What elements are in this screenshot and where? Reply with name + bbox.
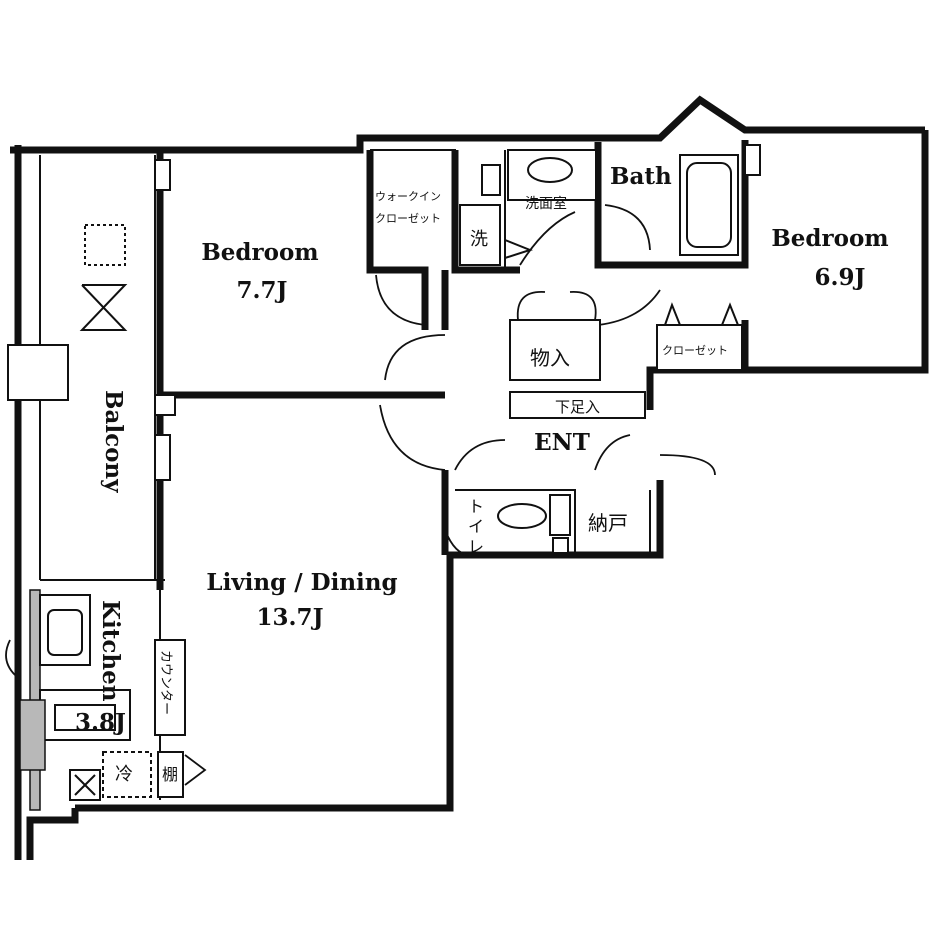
storeroom-label: 納戸 (588, 511, 628, 535)
toilet-storeroom: ト イ レ 納戸 (444, 489, 651, 556)
bath: Bath (604, 154, 739, 256)
toilet-label-2: イ (468, 517, 484, 536)
fridge-label: 冷 (115, 764, 133, 785)
bedroom1-name: Bedroom (201, 239, 318, 266)
walkin-closet-line2: クローゼット (375, 212, 441, 225)
washroom: 洗 洗面室 (459, 149, 597, 266)
bedroom1-size: 7.7J (237, 277, 288, 304)
living-dining: Living / Dining 13.7J (154, 394, 398, 631)
shoe-box-label: 下足入 (555, 398, 600, 416)
bedroom2-size: 6.9J (815, 264, 866, 291)
walkin-closet: ウォークイン クローゼット (375, 190, 441, 225)
entrance-name: ENT (534, 429, 590, 456)
outer-walls (10, 95, 929, 860)
bedroom2-name: Bedroom (771, 225, 888, 252)
shelf-label: 棚 (162, 765, 178, 784)
kitchen-name: Kitchen (97, 600, 124, 702)
storage-label: 物入 (530, 346, 570, 370)
washer-label: 洗 (470, 229, 488, 250)
toilet-label-3: レ (468, 537, 484, 556)
balcony-name: Balcony (100, 390, 127, 493)
walkin-closet-line1: ウォークイン (375, 190, 441, 203)
kitchen: 冷 カウンター 棚 Kitchen 3.8J (5, 594, 207, 801)
bath-name: Bath (610, 163, 672, 190)
bedroom-1: Bedroom 7.7J (154, 159, 426, 326)
washroom-label: 洗面室 (525, 195, 567, 212)
toilet-label-1: ト (468, 497, 484, 516)
hall: 物入 下足入 ENT (379, 291, 716, 476)
counter-label: カウンター (158, 650, 173, 715)
kitchen-size: 3.8J (75, 709, 126, 736)
bedroom-2: Bedroom 6.9J クローゼット (597, 144, 889, 371)
closet-label: クローゼット (662, 344, 728, 357)
living-size: 13.7J (257, 604, 324, 631)
living-name: Living / Dining (206, 569, 397, 596)
